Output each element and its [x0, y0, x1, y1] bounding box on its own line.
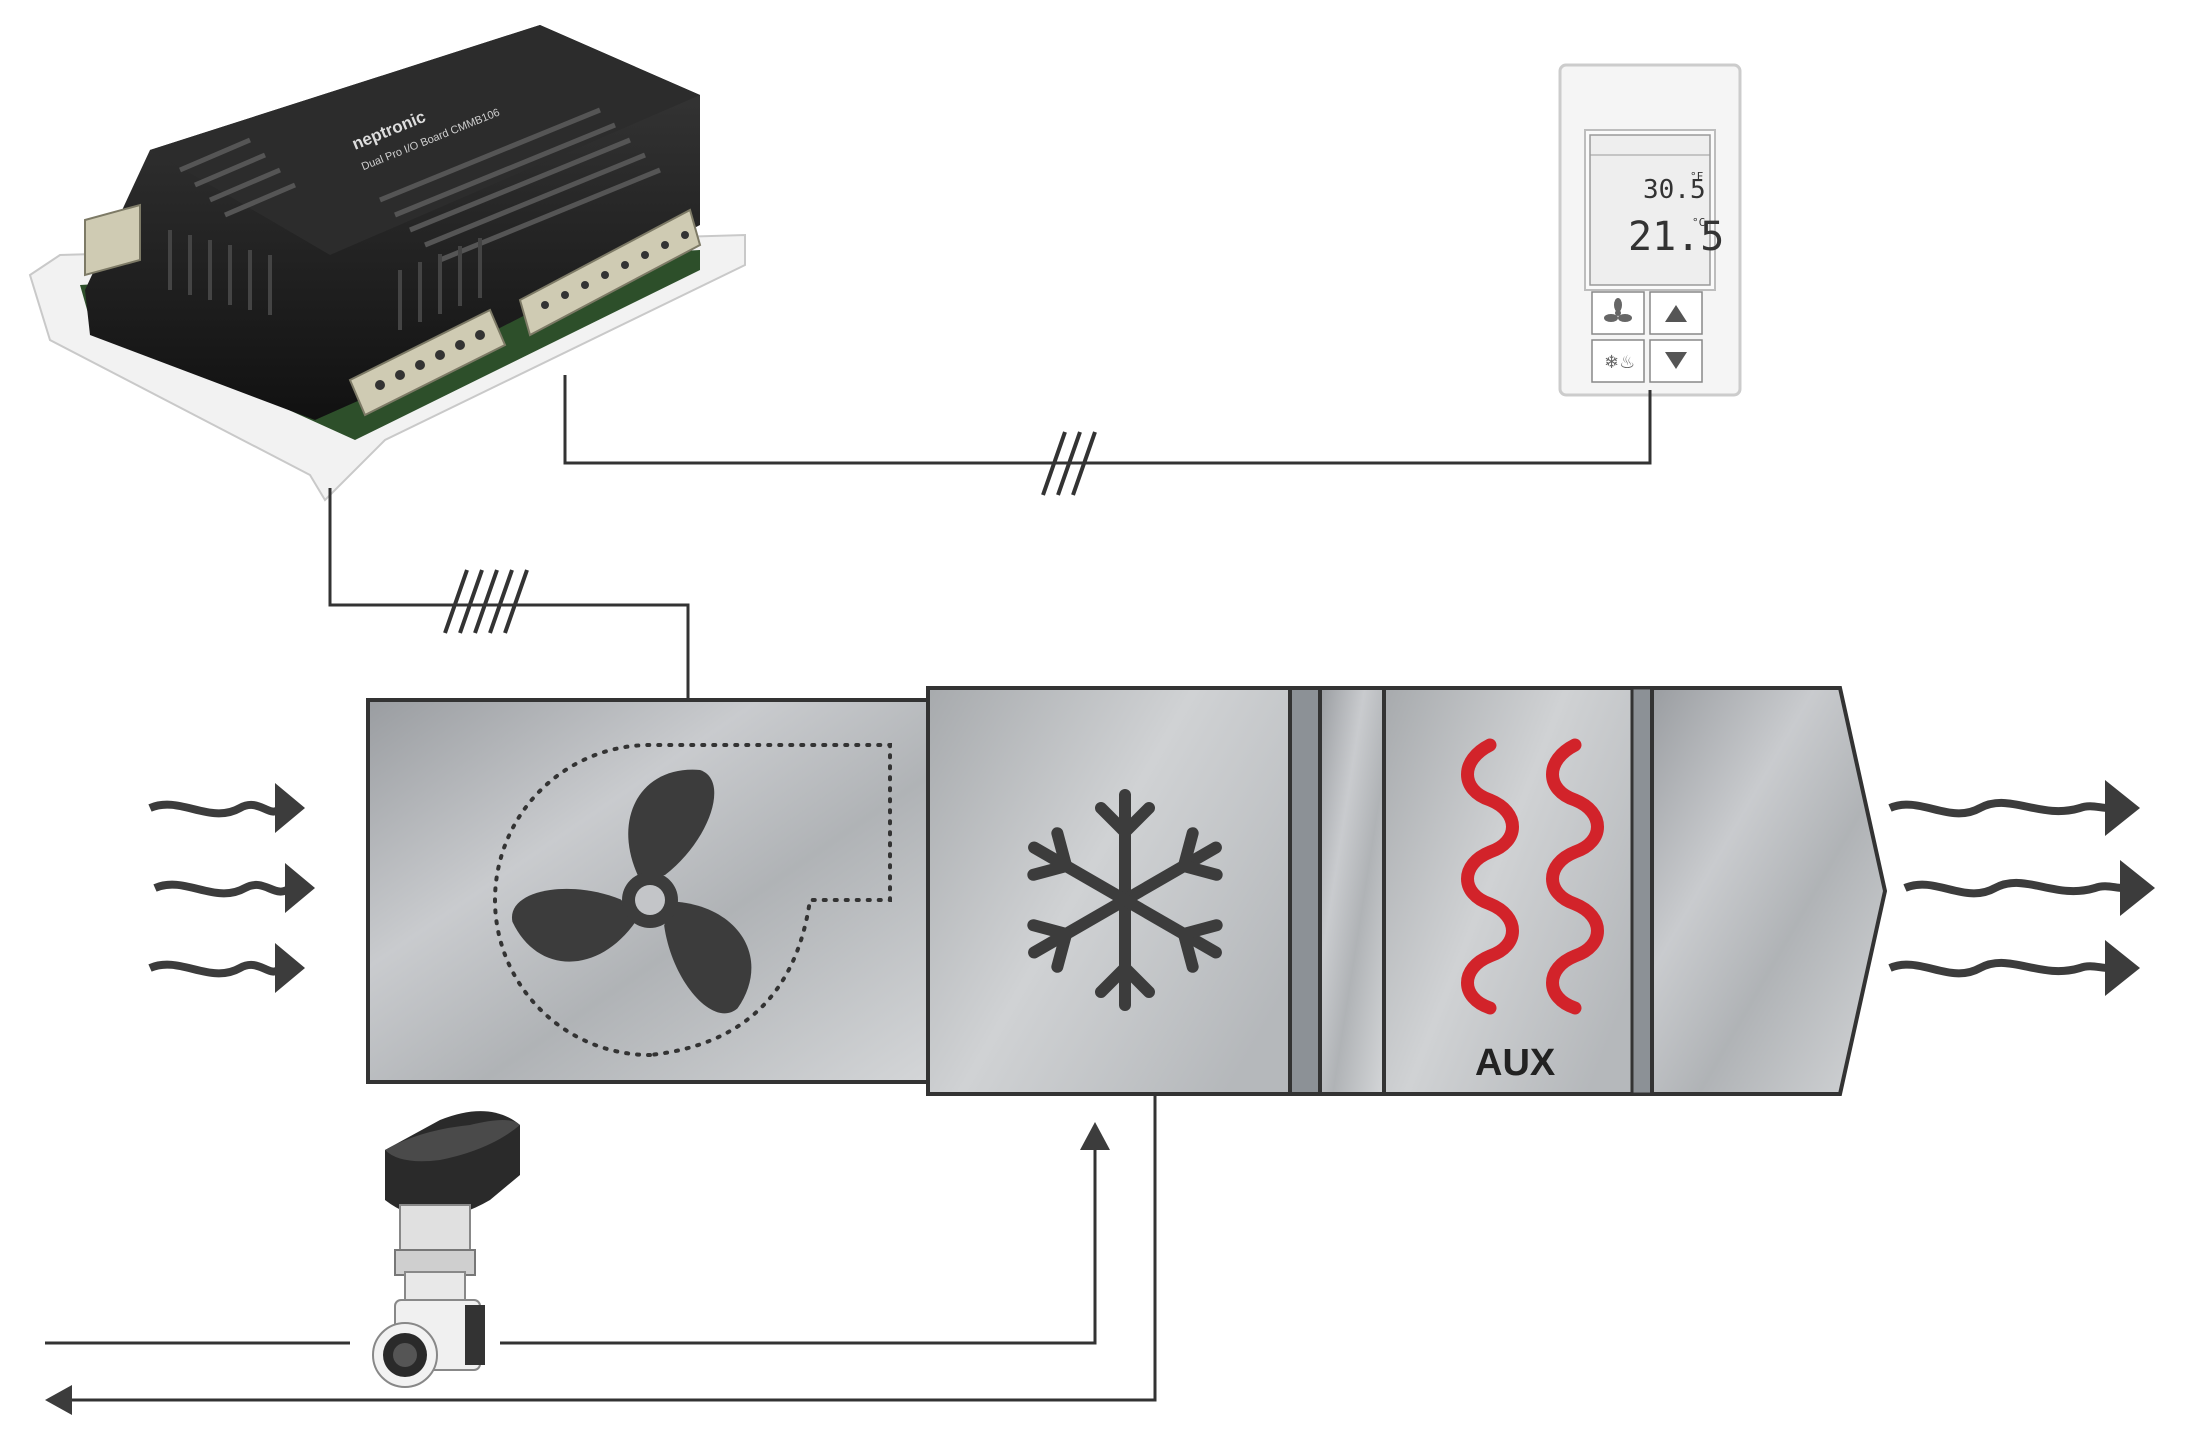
air-handling-unit: AUX — [366, 686, 1888, 1096]
snowflake-icon — [1027, 789, 1223, 1011]
inlet-airflow-arrows — [148, 800, 293, 978]
return-arrowhead — [45, 1385, 72, 1415]
heating-section — [1382, 686, 1654, 1096]
discharge-section — [1650, 686, 1888, 1096]
thermostat-wire — [563, 375, 1652, 465]
thermostat: 30.5 °F 21.5 °C ❄♨ — [1558, 63, 1742, 397]
thermostat-temperature: 21.5 — [1628, 214, 1724, 260]
water-piping — [45, 1094, 1157, 1402]
thermostat-mode-button[interactable] — [1591, 339, 1645, 383]
thermostat-temperature-unit: °C — [1692, 216, 1705, 229]
return-pipe — [60, 1094, 1157, 1402]
fan-housing-outline — [493, 743, 892, 1057]
snowflake-flame-icon: ❄♨ — [1604, 352, 1635, 373]
up-arrow-icon — [1665, 305, 1687, 322]
thermostat-setpoint: 30.5 — [1643, 175, 1706, 205]
thermostat-setpoint-unit: °F — [1690, 170, 1703, 183]
thermostat-up-button[interactable] — [1649, 291, 1703, 335]
wire-slash-marks-thermostat — [1041, 431, 1097, 496]
controller-board: neptronic Dual Pro I/O Board CMMB106 — [28, 25, 746, 502]
wire-slash-marks-unit — [443, 569, 529, 634]
aux-label: AUX — [1475, 1042, 1556, 1084]
spacer-section — [1318, 686, 1386, 1096]
wiring — [328, 375, 1652, 700]
supply-arrowhead — [1080, 1122, 1110, 1150]
fan-small-icon — [1604, 298, 1632, 322]
fan-icon — [512, 769, 752, 1014]
outlet-arrowheads — [2105, 780, 2155, 996]
supply-pipe-to-coil — [500, 1138, 1097, 1345]
valve-actuator — [372, 1111, 520, 1388]
heater-icon — [1461, 738, 1604, 1015]
outlet-airflow-arrows — [1888, 799, 2123, 978]
unit-control-wire — [328, 488, 690, 700]
inlet-arrowheads — [275, 783, 315, 993]
down-arrow-icon — [1665, 352, 1687, 369]
